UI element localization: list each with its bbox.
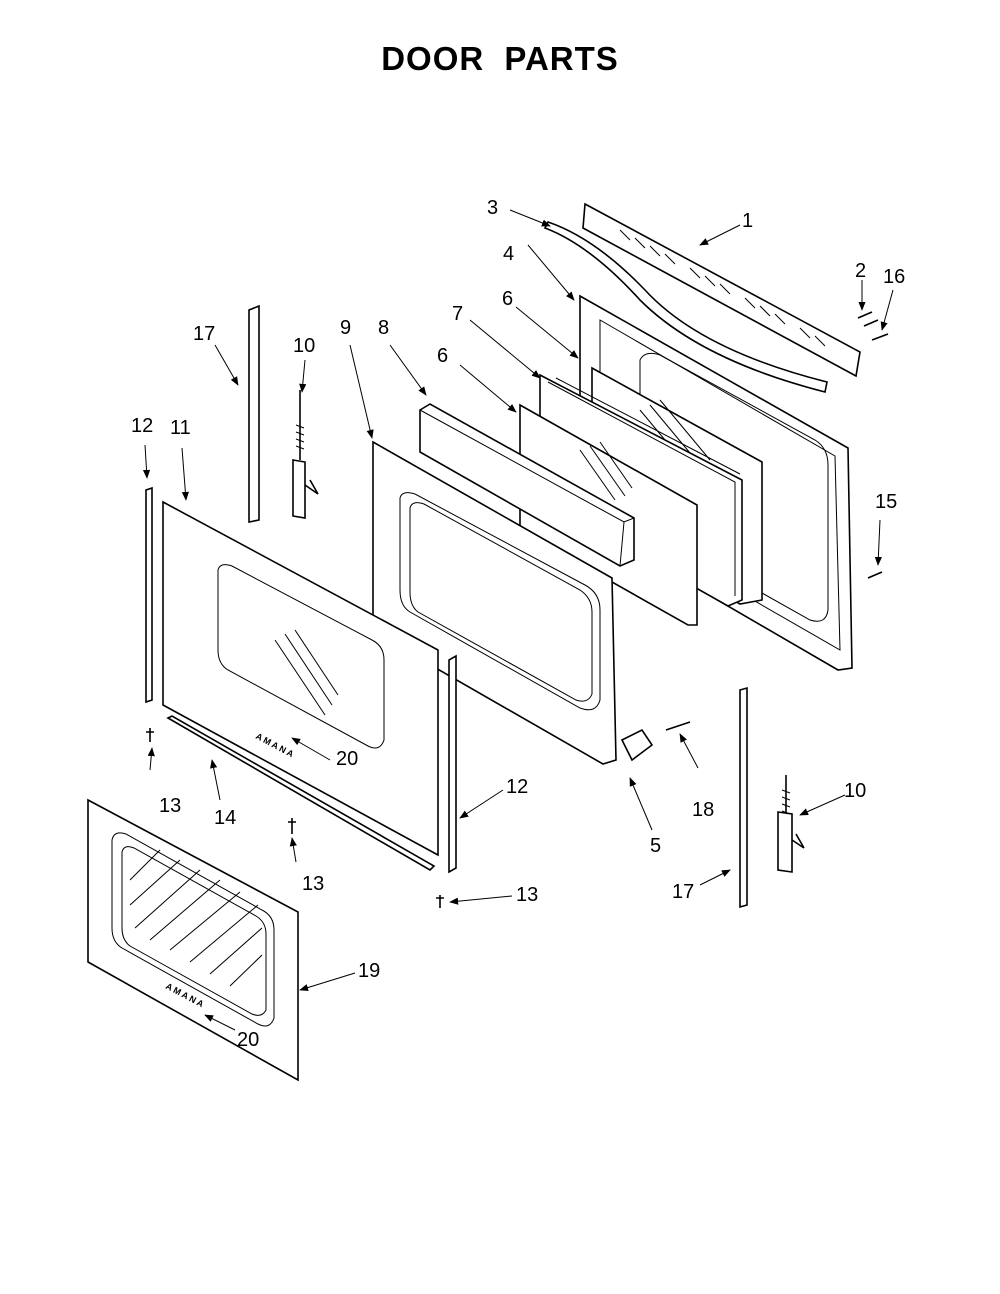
callout-7: 7 <box>452 303 463 325</box>
leader-lines <box>142 209 894 1031</box>
part-hinge-channel-left <box>248 304 260 523</box>
callout-20a: 20 <box>336 748 358 770</box>
callout-6b: 6 <box>437 345 448 367</box>
callout-12a: 12 <box>131 415 153 437</box>
callout-13c: 13 <box>516 884 538 906</box>
callout-19: 19 <box>358 960 380 982</box>
part-vent-trim <box>582 202 861 378</box>
part-bottom-trim <box>166 715 436 872</box>
callout-11: 11 <box>170 417 191 439</box>
callout-16: 16 <box>883 266 905 288</box>
callout-8: 8 <box>378 317 389 339</box>
part-hinge-left <box>292 390 319 519</box>
callout-20b: 20 <box>237 1029 259 1051</box>
part-screws <box>146 311 889 908</box>
part-outer-door-assembly: AMANA <box>87 798 299 1082</box>
callout-12b: 12 <box>506 776 528 798</box>
part-side-trim-right <box>448 654 457 874</box>
part-hinge-channel-right <box>739 686 748 909</box>
callout-9: 9 <box>340 317 351 339</box>
callout-18: 18 <box>692 799 714 821</box>
part-side-trim-left <box>145 486 153 704</box>
part-door-trim-strip <box>543 221 828 393</box>
callout-13b: 13 <box>302 873 324 895</box>
callout-6a: 6 <box>502 288 513 310</box>
callout-17a: 17 <box>193 323 215 345</box>
callout-14: 14 <box>214 807 236 829</box>
callout-3: 3 <box>487 197 498 219</box>
callout-15: 15 <box>875 491 897 513</box>
callout-labels: 1 2 3 4 5 6 6 7 8 9 10 10 11 12 12 13 13… <box>131 197 905 1051</box>
part-outer-door-panel: AMANA <box>162 500 439 857</box>
callout-5: 5 <box>650 835 661 857</box>
callout-10a: 10 <box>293 335 315 357</box>
callout-17b: 17 <box>672 881 694 903</box>
callout-2: 2 <box>855 260 866 282</box>
page-title: DOOR PARTS <box>381 40 619 77</box>
callout-4: 4 <box>503 243 514 265</box>
callout-13a: 13 <box>159 795 181 817</box>
part-insulation <box>419 403 635 567</box>
part-door-liner <box>372 440 617 765</box>
callout-1: 1 <box>742 210 753 232</box>
callout-10b: 10 <box>844 780 866 802</box>
part-hinge-right <box>777 775 805 873</box>
